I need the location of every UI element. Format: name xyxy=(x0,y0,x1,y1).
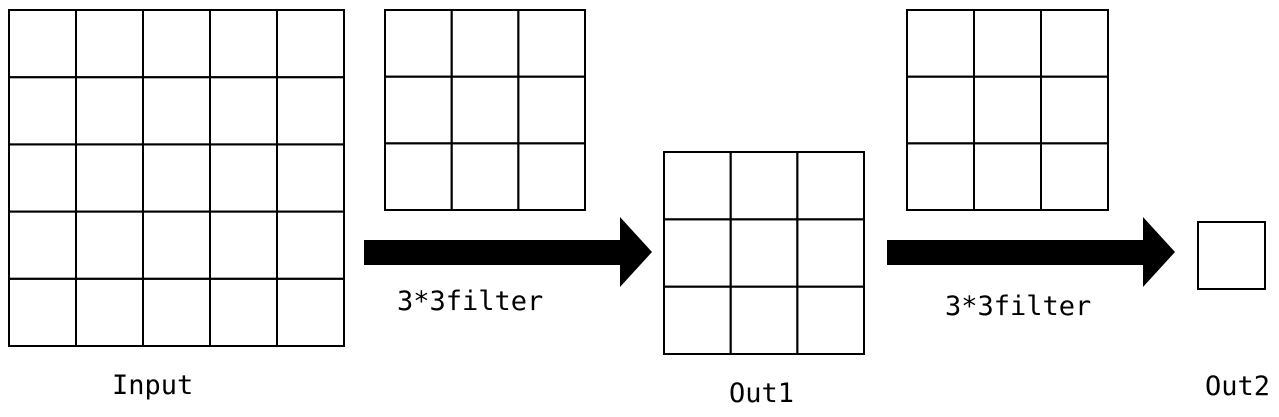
out1-cell xyxy=(663,218,732,288)
input-grid xyxy=(8,9,345,347)
filter-2-label: 3*3filter xyxy=(945,291,1091,322)
input-cell xyxy=(276,277,345,347)
out1-cell xyxy=(729,285,799,356)
filter-2-cell xyxy=(906,142,975,211)
input-cell xyxy=(209,210,278,280)
out1-cell xyxy=(796,218,866,288)
filter-1-cell xyxy=(384,9,453,78)
out1-grid xyxy=(663,151,866,356)
filter-2-cell xyxy=(906,9,975,78)
out1-cell xyxy=(796,151,866,221)
filter-1-cell xyxy=(450,9,520,78)
input-cell xyxy=(75,9,144,79)
input-cell xyxy=(142,9,211,79)
out2-grid xyxy=(1197,221,1266,290)
input-label: Input xyxy=(112,370,193,401)
input-cell xyxy=(209,277,278,347)
input-cell xyxy=(75,277,144,347)
input-cell xyxy=(75,143,144,213)
filter-2-cell xyxy=(1040,9,1109,78)
input-cell xyxy=(142,210,211,280)
out1-label: Out1 xyxy=(729,378,794,409)
input-cell xyxy=(209,76,278,146)
input-cell xyxy=(142,76,211,146)
input-cell xyxy=(75,76,144,146)
input-cell xyxy=(8,76,77,146)
input-cell xyxy=(209,143,278,213)
input-cell xyxy=(276,76,345,146)
filter-1-cell xyxy=(450,142,520,211)
out1-cell xyxy=(796,285,866,356)
filter-1-label: 3*3filter xyxy=(397,286,543,317)
filter-2-cell xyxy=(1040,75,1109,145)
out1-cell xyxy=(663,151,732,221)
input-cell xyxy=(8,210,77,280)
filter-1-cell xyxy=(517,75,587,145)
input-cell xyxy=(276,143,345,213)
input-cell xyxy=(8,277,77,347)
input-cell xyxy=(142,277,211,347)
filter-2-cell xyxy=(973,9,1042,78)
filter-1-cell xyxy=(517,9,587,78)
input-cell xyxy=(8,9,77,79)
out1-cell xyxy=(729,151,799,221)
filter-1-cell xyxy=(517,142,587,211)
filter-1-grid xyxy=(384,9,587,211)
out1-cell xyxy=(663,285,732,356)
filter-1-cell xyxy=(384,75,453,145)
filter-2-cell xyxy=(973,142,1042,211)
filter-1-cell xyxy=(450,75,520,145)
filter-2-grid xyxy=(906,9,1109,211)
input-cell xyxy=(276,9,345,79)
arrow-1-icon xyxy=(364,217,652,287)
out1-cell xyxy=(729,218,799,288)
arrow-2-icon xyxy=(887,217,1175,287)
input-cell xyxy=(75,210,144,280)
input-cell xyxy=(209,9,278,79)
filter-1-cell xyxy=(384,142,453,211)
out2-label: Out2 xyxy=(1205,371,1270,402)
filter-2-cell xyxy=(906,75,975,145)
out2-cell xyxy=(1197,221,1266,290)
input-cell xyxy=(276,210,345,280)
filter-2-cell xyxy=(1040,142,1109,211)
filter-2-cell xyxy=(973,75,1042,145)
input-cell xyxy=(8,143,77,213)
input-cell xyxy=(142,143,211,213)
